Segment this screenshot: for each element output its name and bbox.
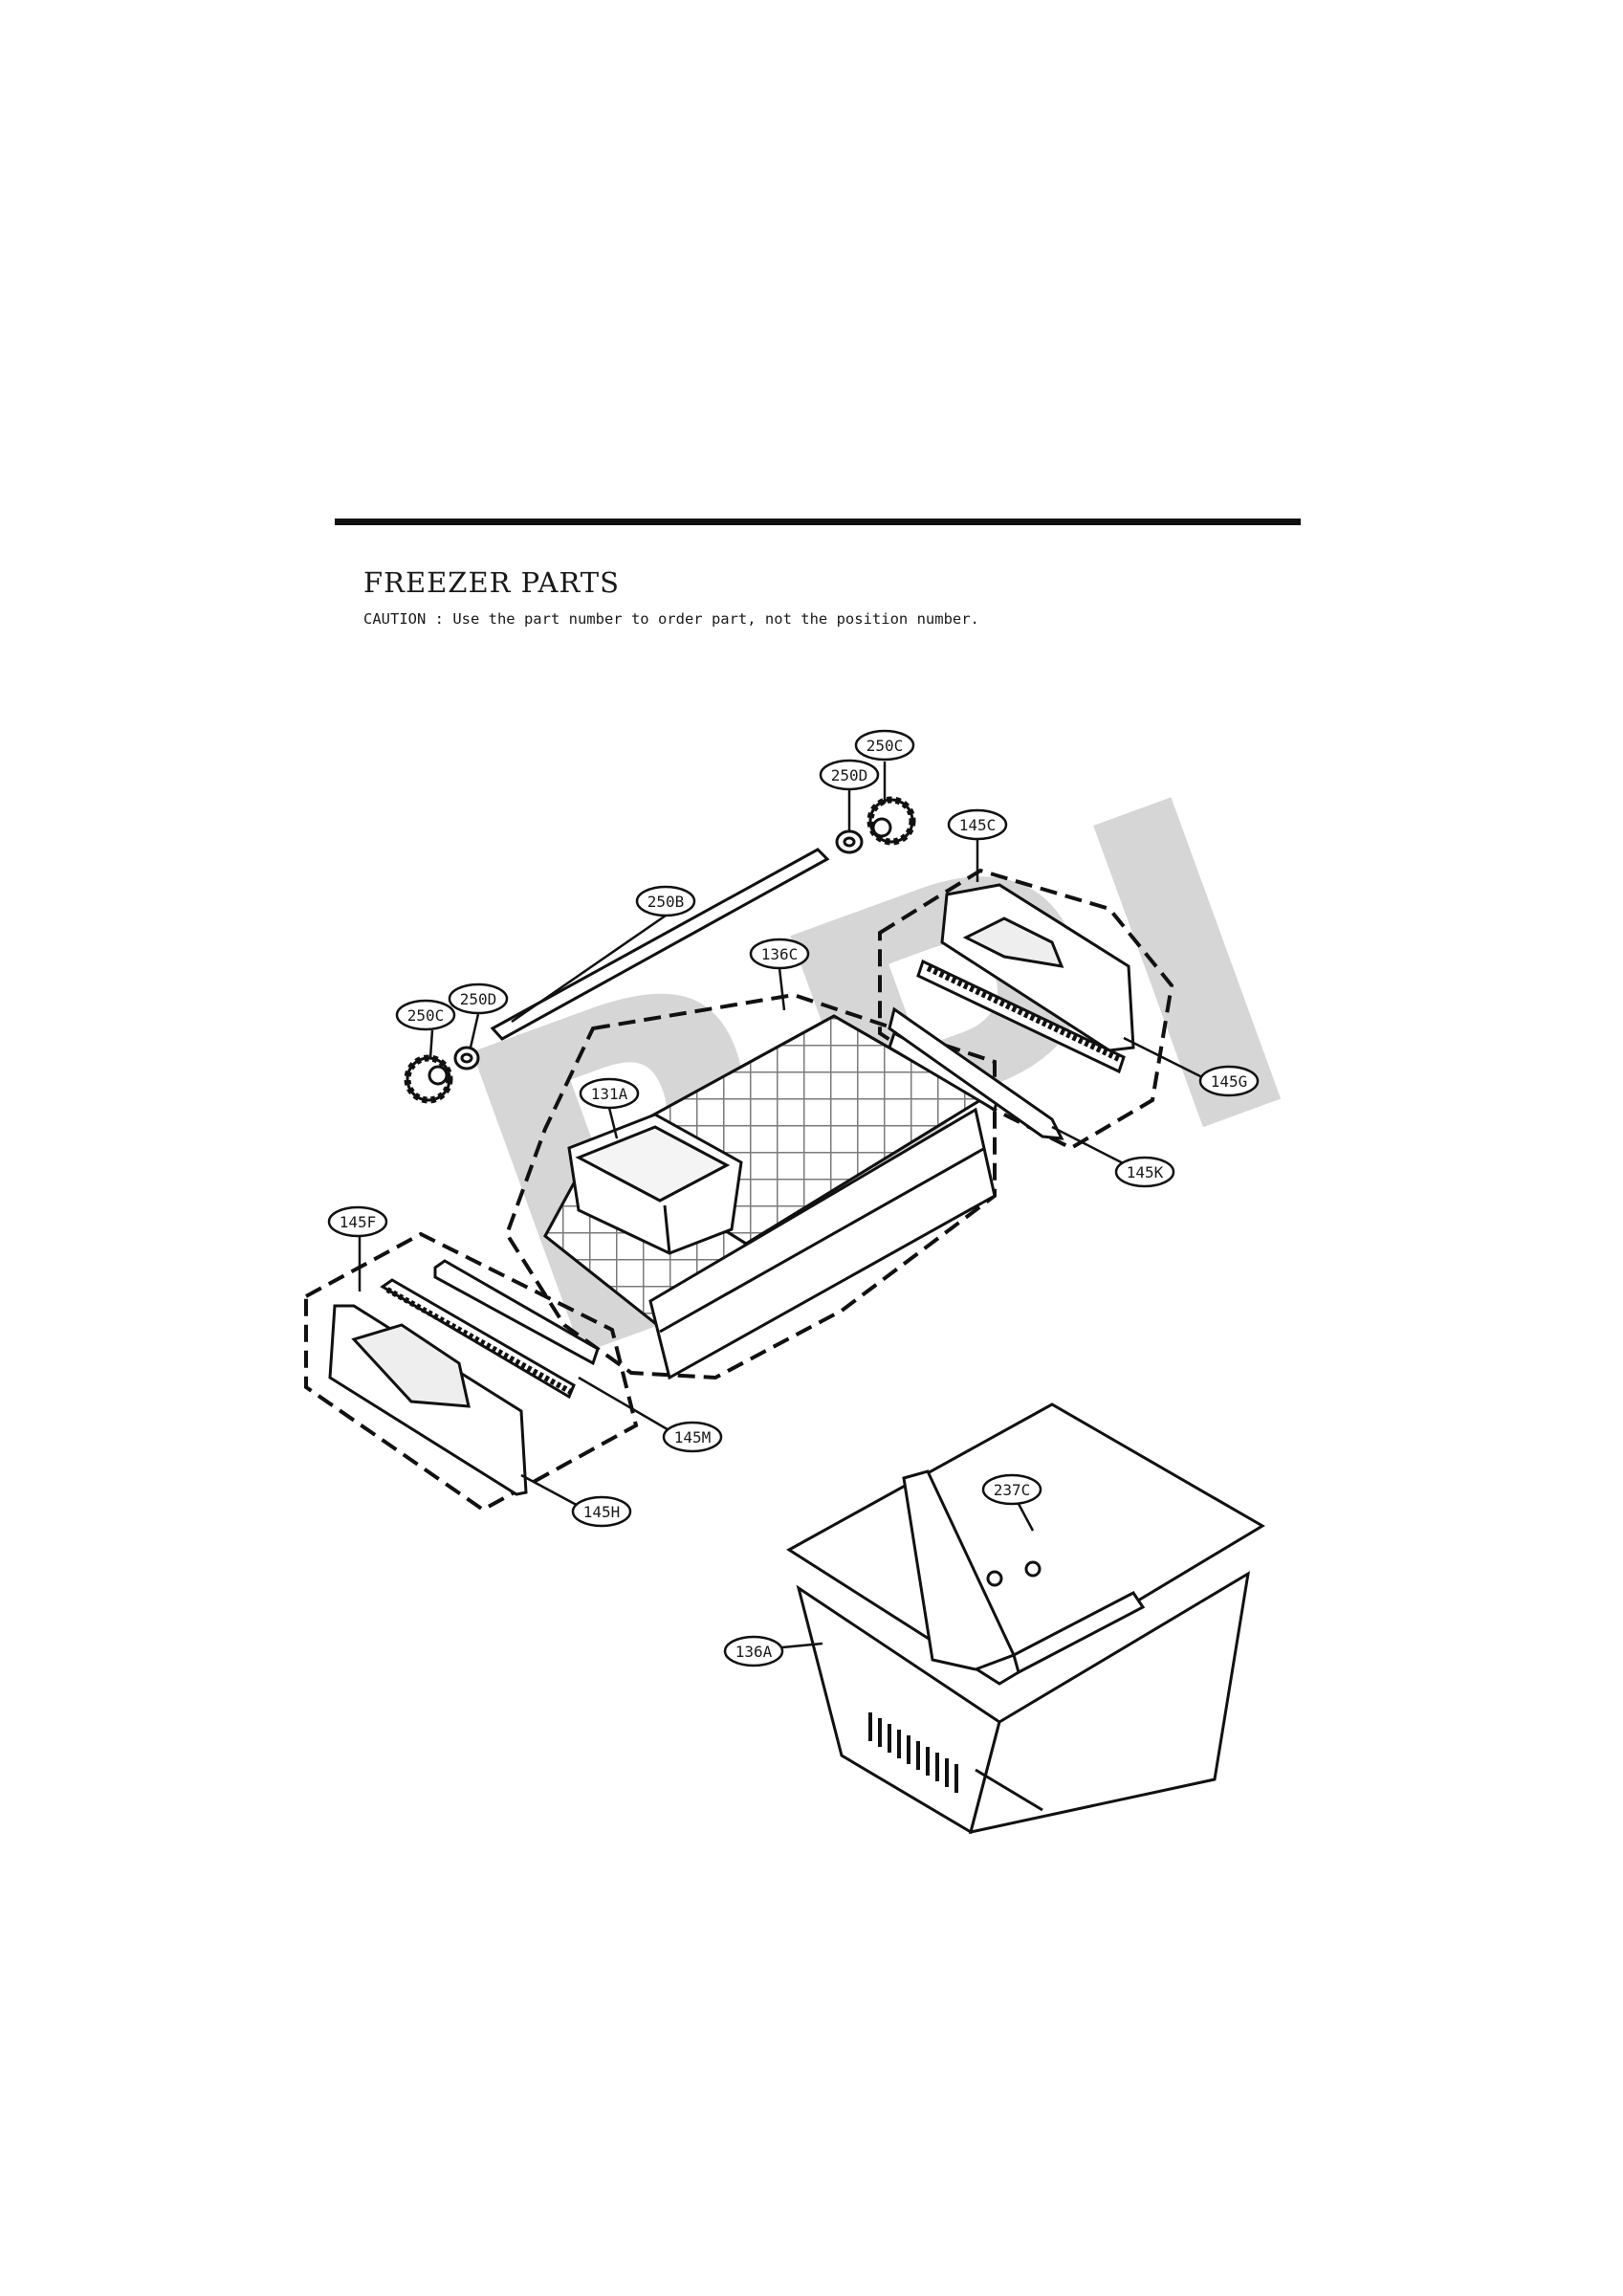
- callout-bubble: [448, 982, 509, 1015]
- callout-label: 250B: [647, 893, 685, 911]
- part-250C-gear-left: [404, 1054, 453, 1104]
- callout-label: 250C: [407, 1006, 445, 1025]
- callout-label: 145C: [959, 816, 997, 834]
- callout-label: 145H: [583, 1503, 621, 1521]
- callout-bubble: [819, 759, 880, 791]
- callout-250b: 250B: [635, 885, 696, 917]
- callout-bubble: [947, 808, 1008, 841]
- part-145M-rail: [433, 1259, 600, 1366]
- callout-145g: 145G: [1198, 1065, 1260, 1097]
- part-131A-small-bin: [567, 1113, 743, 1255]
- part-237C-divider: [902, 1469, 1146, 1675]
- callout-bubble: [981, 1473, 1042, 1506]
- callout-bubble: [327, 1205, 388, 1238]
- callout-145f: 145F: [327, 1205, 388, 1238]
- callout-136a: 136A: [723, 1635, 784, 1667]
- callout-145c: 145C: [947, 808, 1008, 841]
- part-136A-large-bin: [786, 1402, 1265, 1835]
- callout-bubble: [723, 1635, 784, 1667]
- callout-label: 131A: [591, 1085, 628, 1103]
- callout-bubble: [1198, 1065, 1260, 1097]
- part-145F-bracket: [328, 1304, 528, 1496]
- header-rule: [335, 519, 1301, 525]
- callout-label: 237C: [994, 1481, 1031, 1499]
- callout-bubble: [1114, 1156, 1175, 1188]
- part-250C-gear-top: [866, 796, 916, 846]
- callout-label: 145G: [1211, 1072, 1248, 1091]
- callout-250d: 250D: [819, 759, 880, 791]
- part-145G-rack: [916, 959, 1126, 1074]
- callout-bubble: [854, 729, 915, 762]
- callout-bubble: [571, 1495, 632, 1528]
- callout-237c: 237C: [981, 1473, 1042, 1506]
- caution-note: CAUTION : Use the part number to order p…: [363, 610, 979, 628]
- callout-bubble: [579, 1077, 640, 1110]
- page-title: FREEZER PARTS: [363, 566, 620, 599]
- callout-145k: 145K: [1114, 1156, 1175, 1188]
- callout-250c: 250C: [854, 729, 915, 762]
- callout-bubble: [635, 885, 696, 917]
- callout-136c: 136C: [749, 938, 810, 970]
- callout-labels: 250C 250D 145C 250B 136C 250D 250C 131A 145G 145K…: [327, 729, 1260, 1667]
- callout-bubble: [395, 999, 456, 1031]
- part-250D-bushing-top: [835, 829, 864, 854]
- callout-250d: 250D: [448, 982, 509, 1015]
- part-145K-rail: [888, 1006, 1064, 1140]
- callout-145m: 145M: [662, 1421, 723, 1453]
- callout-label: 250D: [831, 766, 868, 784]
- callout-label: 145F: [340, 1213, 377, 1231]
- part-145H-rack: [380, 1278, 576, 1400]
- part-250D-bushing-left: [453, 1046, 480, 1071]
- group-outline-145F: [304, 1231, 639, 1512]
- part-250B-rail: [490, 848, 830, 1041]
- callout-label: 145M: [674, 1428, 712, 1446]
- callout-label: 250D: [460, 990, 497, 1008]
- callout-bubble: [749, 938, 810, 970]
- callout-label: 136A: [735, 1643, 773, 1661]
- callout-131a: 131A: [579, 1077, 640, 1110]
- callout-250c: 250C: [395, 999, 456, 1031]
- callout-label: 136C: [761, 945, 799, 963]
- callout-label: 250C: [866, 737, 904, 755]
- callout-bubble: [662, 1421, 723, 1453]
- callout-label: 145K: [1127, 1163, 1164, 1181]
- part-145C-bracket: [940, 883, 1135, 1052]
- callout-145h: 145H: [571, 1495, 632, 1528]
